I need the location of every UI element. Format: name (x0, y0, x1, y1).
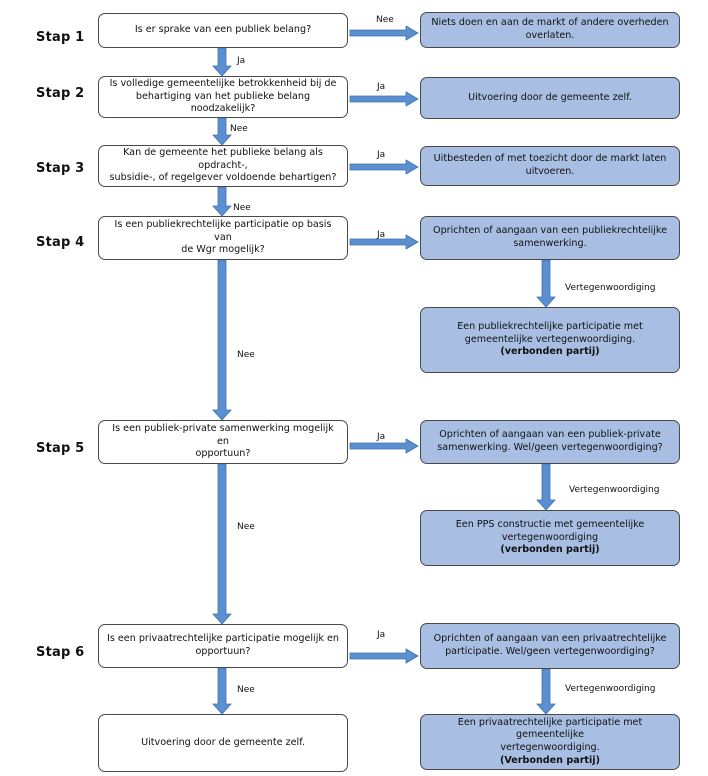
down-label-step-5: Nee (237, 522, 255, 532)
step-2-label: Stap 2 (36, 86, 85, 101)
question-line: Is een privaatrechtelijke participatie m… (107, 633, 339, 645)
branch-arrow-step-6 (349, 648, 419, 664)
answer-line: Oprichten of aangaan van een publiek-pri… (439, 429, 661, 441)
answer-line: Uitvoering door de gemeente zelf. (468, 91, 632, 103)
sub-answer-emphasis: (verbonden partij) (500, 346, 600, 358)
answer-box-step-1: Niets doen en aan de markt of andere ove… (420, 12, 680, 48)
branch-arrow-step-5 (349, 438, 419, 454)
answer-box-step-2: Uitvoering door de gemeente zelf. (420, 77, 680, 119)
down-label-step-1: Ja (237, 56, 246, 66)
question-line: behartiging van het publieke belang nood… (135, 90, 311, 115)
question-line: Is een publiekrechtelijke participatie o… (114, 219, 332, 243)
sub-arrow-step-6 (536, 668, 556, 715)
branch-label-step-4: Ja (377, 230, 386, 240)
branch-arrow-step-1 (349, 25, 419, 41)
answer-line: overlaten. (525, 30, 575, 41)
step-1-label: Stap 1 (36, 30, 85, 45)
question-line: Kan de gemeente het publieke belang als … (123, 147, 323, 171)
question-text: Is er sprake van een publiek belang? (134, 24, 312, 36)
step-6-label: Stap 6 (36, 645, 85, 660)
question-box-step-1: Is er sprake van een publiek belang? (98, 13, 348, 48)
branch-label-step-5: Ja (377, 432, 386, 442)
question-box-step-6: Is een privaatrechtelijke participatie m… (98, 624, 348, 668)
branch-label-step-3: Ja (377, 150, 386, 160)
down-label-step-6: Nee (237, 685, 255, 695)
question-box-step-5: Is een publiek-private samenwerking moge… (98, 420, 348, 464)
down-label-step-2: Nee (230, 124, 248, 134)
sub-answer-line: gemeentelijke vertegenwoordiging. (464, 333, 636, 345)
sub-answer-line: Een PPS constructie met gemeentelijke (455, 519, 645, 531)
down-label-step-4: Nee (237, 350, 255, 360)
sub-answer-line: Een publiekrechtelijke participatie met (457, 321, 643, 333)
question-box-step-4: Is een publiekrechtelijke participatie o… (98, 216, 348, 260)
answer-box-step-6: Oprichten of aangaan van een privaatrech… (420, 623, 680, 669)
question-line: Is volledige gemeentelijke betrokkenheid… (109, 78, 337, 90)
sub-answer-line: Een privaatrechtelijke participatie met … (457, 716, 643, 741)
down-arrow-step-6 (212, 667, 232, 715)
down-arrow-step-2 (212, 117, 232, 146)
answer-line: samenwerking. Wel/geen vertegenwoordigin… (437, 442, 663, 453)
sub-answer-box-step-6: Een privaatrechtelijke participatie met … (420, 714, 680, 770)
branch-arrow-step-2 (349, 91, 419, 107)
step-4-label: Stap 4 (36, 235, 85, 250)
question-line: opportuun? (195, 646, 251, 657)
down-arrow-step-4 (212, 259, 232, 421)
sub-answer-line: vertegenwoordiging. (500, 742, 600, 753)
question-box-step-3: Kan de gemeente het publieke belang als … (98, 145, 348, 187)
answer-line: Oprichten of aangaan van een publiekrech… (433, 225, 667, 237)
down-arrow-step-1 (212, 47, 232, 77)
step-3-label: Stap 3 (36, 161, 85, 176)
final-box: Uitvoering door de gemeente zelf. (98, 714, 348, 772)
answer-box-step-3: Uitbesteden of met toezicht door de mark… (420, 146, 680, 186)
branch-arrow-step-4 (349, 234, 419, 250)
answer-box-step-4: Oprichten of aangaan van een publiekrech… (420, 216, 680, 260)
sub-answer-line: vertegenwoordiging (501, 531, 599, 543)
answer-line: Oprichten of aangaan van een privaatrech… (433, 633, 667, 645)
answer-line: uitvoeren. (525, 166, 575, 177)
answer-line: Uitbesteden of met toezicht door de mark… (433, 153, 667, 165)
down-label-step-3: Nee (233, 203, 251, 213)
step-5-label: Stap 5 (36, 441, 85, 456)
sub-label-step-4: Vertegenwoordiging (565, 283, 656, 293)
branch-arrow-step-3 (349, 159, 419, 175)
sub-answer-emphasis: (verbonden partij) (500, 544, 600, 556)
answer-box-step-5: Oprichten of aangaan van een publiek-pri… (420, 420, 680, 464)
branch-label-step-2: Ja (377, 82, 386, 92)
sub-arrow-step-4 (536, 259, 556, 308)
question-line: de Wgr mogelijk? (181, 244, 265, 256)
sub-arrow-step-5 (536, 463, 556, 511)
down-arrow-step-3 (212, 186, 232, 217)
branch-label-step-6: Ja (377, 630, 386, 640)
answer-line: participatie. Wel/geen vertegenwoordigin… (445, 646, 655, 657)
branch-label-step-1: Nee (376, 15, 394, 25)
down-arrow-step-5 (212, 463, 232, 625)
question-line: Is een publiek-private samenwerking moge… (112, 423, 334, 447)
sub-label-step-5: Vertegenwoordiging (569, 485, 660, 495)
question-box-step-2: Is volledige gemeentelijke betrokkenheid… (98, 76, 348, 118)
sub-label-step-6: Vertegenwoordiging (565, 684, 656, 694)
answer-line: samenwerking. (513, 238, 587, 249)
question-line: subsidie-, of regelgever voldoende behar… (109, 172, 337, 184)
sub-answer-emphasis: (Verbonden partij) (500, 754, 600, 766)
final-box-text: Uitvoering door de gemeente zelf. (141, 736, 305, 748)
answer-line: Niets doen en aan de markt of andere ove… (431, 17, 669, 29)
question-line: opportuun? (195, 448, 251, 460)
